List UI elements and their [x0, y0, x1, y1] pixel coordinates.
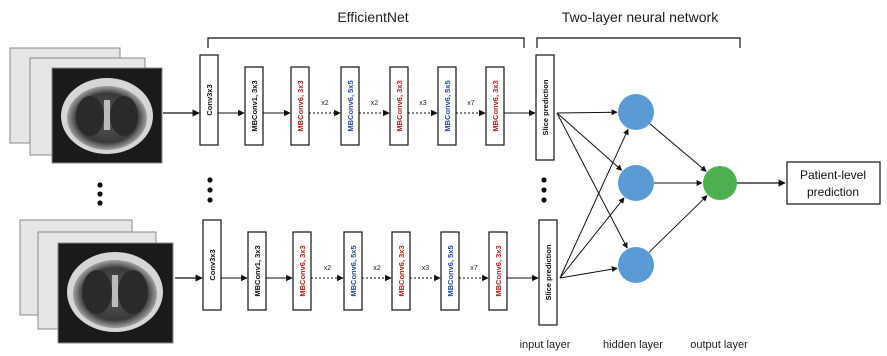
- input-to-hidden-edge: [559, 197, 625, 279]
- input-to-hidden-edge: [559, 128, 629, 279]
- mbconv-label: MBConv6, 3x3: [296, 80, 305, 131]
- mbconv-block: [389, 66, 409, 146]
- mbconv-block: [292, 231, 312, 311]
- repeat-multiplier: x2: [371, 100, 379, 107]
- repeat-multiplier: x2: [321, 100, 329, 107]
- mbconv-label: MBConv6, 5x5: [349, 245, 358, 296]
- mbconv-block: [343, 231, 363, 311]
- hidden-layer-label: hidden layer: [603, 339, 663, 351]
- vertical-ellipsis-icon-left: [97, 182, 103, 206]
- prediction-line-1: Patient-level: [800, 168, 866, 182]
- hidden-node-2: [618, 165, 654, 201]
- efficientnet-bracket: [207, 37, 525, 48]
- efficientnet-row-bottom: Conv3x3 MBConv1, 3x3 MBConv6, 3x3 x2 MBConv6…: [175, 219, 558, 326]
- mbconv-block: [485, 66, 505, 146]
- mbconv-block: [290, 66, 310, 146]
- mbconv-label: MBConv6, 5x5: [346, 80, 355, 131]
- two-layer-heading: Two-layer neural network: [562, 9, 719, 25]
- repeat-multiplier: x2: [324, 265, 332, 272]
- input-to-hidden-edge: [556, 109, 618, 116]
- input-to-hidden-edge: [556, 112, 623, 171]
- two-layer-bracket: [536, 37, 741, 48]
- mbconv-label: MBConv6, 5x5: [446, 245, 455, 296]
- slice-prediction-label: Slice prediction: [544, 244, 553, 300]
- conv3x3-block: [202, 219, 222, 311]
- ct-scan-stack-icon-top: [9, 47, 163, 164]
- mbconv-block: [244, 66, 264, 146]
- vertical-ellipsis-icon-right: [541, 177, 547, 203]
- network-connections: [556, 109, 708, 279]
- prediction-line-2: prediction: [807, 185, 859, 199]
- mbconv-block: [391, 231, 411, 311]
- mbconv-label: MBConv6, 5x5: [443, 80, 452, 131]
- conv3x3-label: Conv3x3: [205, 84, 214, 115]
- mbconv-label: MBConv1, 3x3: [250, 80, 259, 131]
- slice-prediction-box: [535, 54, 555, 161]
- vertical-ellipsis-icon-middle: [207, 177, 213, 203]
- mbconv-block: [340, 66, 360, 146]
- mbconv-label: MBConv6, 3x3: [397, 245, 406, 296]
- mbconv-label: MBConv6, 3x3: [494, 245, 503, 296]
- mbconv-block: [247, 231, 267, 311]
- hidden-to-output-edge: [648, 195, 708, 253]
- repeat-multiplier: x3: [422, 265, 430, 272]
- mbconv-block: [488, 231, 508, 311]
- output-layer-label: output layer: [690, 339, 748, 351]
- repeat-multiplier: x7: [467, 100, 475, 107]
- mbconv-block: [440, 231, 460, 311]
- hidden-to-output-edge: [649, 123, 707, 172]
- conv3x3-label: Conv3x3: [208, 249, 217, 280]
- slice-prediction-label: Slice prediction: [541, 79, 550, 135]
- mbconv-label: MBConv1, 3x3: [253, 245, 262, 296]
- output-node: [703, 166, 737, 200]
- slice-prediction-box: [538, 219, 558, 326]
- hidden-node-1: [618, 94, 654, 130]
- mbconv-label: MBConv6, 3x3: [395, 80, 404, 131]
- mbconv-label: MBConv6, 3x3: [491, 80, 500, 131]
- repeat-multiplier: x3: [419, 100, 427, 107]
- input-to-hidden-edge: [556, 112, 628, 249]
- patient-level-prediction-box: [786, 161, 881, 205]
- input-layer-label: input layer: [520, 339, 571, 351]
- hidden-node-3: [618, 247, 654, 283]
- input-to-hidden-edge: [559, 266, 618, 279]
- mbconv-block: [437, 66, 457, 146]
- efficientnet-row-top: Conv3x3 MBConv1, 3x3 MBConv6, 3x3 x2 MBConv6…: [163, 54, 555, 161]
- mbconv-label: MBConv6, 3x3: [298, 245, 307, 296]
- conv3x3-block: [199, 54, 219, 146]
- repeat-multiplier: x2: [373, 265, 381, 272]
- efficientnet-heading: EfficientNet: [337, 9, 408, 25]
- ct-scan-stack-icon-bottom: [19, 219, 174, 344]
- repeat-multiplier: x7: [470, 265, 478, 272]
